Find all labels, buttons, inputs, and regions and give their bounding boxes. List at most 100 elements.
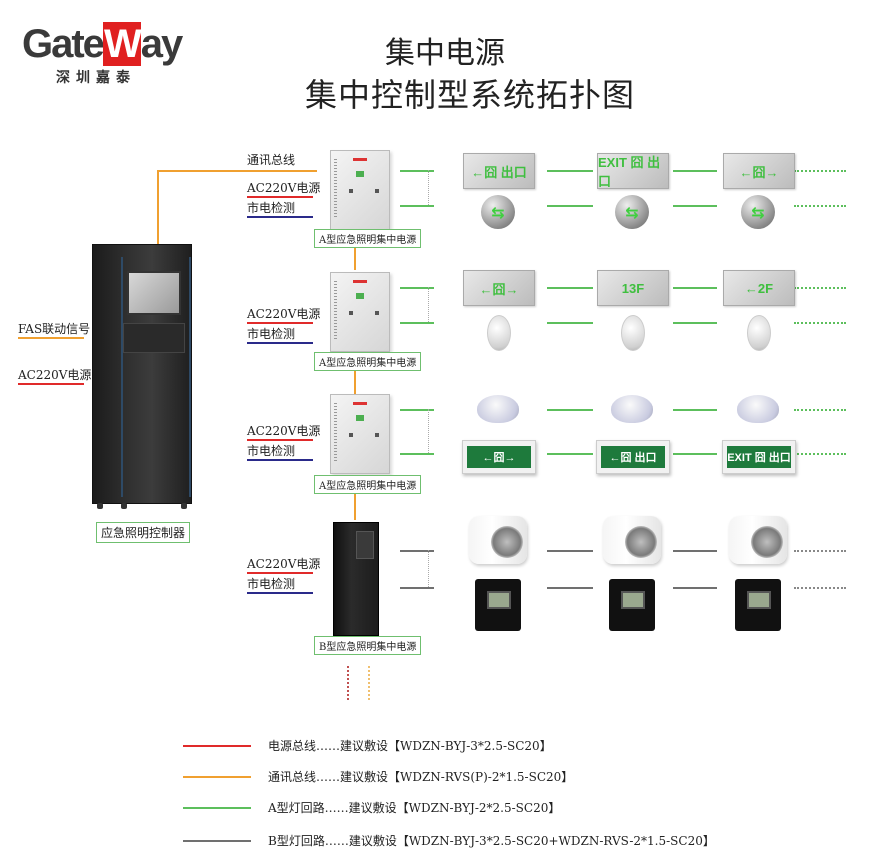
row1-sign-silver-text: ←囧→	[739, 164, 779, 180]
legend-text: A型灯回路……建议敷设【WDZN-BYJ-2*2.5-SC20】	[268, 801, 561, 815]
row3-sign-green-text: ←囧 出口	[601, 446, 665, 468]
comm-bus-link-2-3	[354, 368, 356, 394]
row3-ac-power-label: AC220V电源	[247, 422, 320, 441]
legend-text: 通讯总线……建议敷设【WDZN-RVS(P)-2*1.5-SC20】	[268, 770, 574, 784]
row3-ceiling-light-lamp	[477, 395, 519, 423]
row3-sign-green-lamp: ←囧→	[462, 440, 536, 474]
cabinet-screen	[127, 271, 181, 315]
row2-circuit-join	[428, 287, 429, 322]
row2-circuit-segment	[547, 287, 593, 289]
row4-downlight-lamp	[729, 516, 787, 564]
row4-floodlight-lamp	[609, 579, 655, 631]
row4-floodlight-lamp	[475, 579, 521, 631]
row3-circuit-segment	[673, 453, 717, 455]
row1-sign-silver-lamp: ←囧 出口	[463, 153, 535, 189]
row4-circuit-top-lead	[400, 550, 434, 552]
title-line-1: 集中电源	[385, 36, 505, 71]
row3-circuit-segment	[673, 409, 717, 411]
row2-sign-silver-text: 13F	[621, 280, 645, 296]
legend-text: 电源总线……建议敷设【WDZN-BYJ-3*2.5-SC20】	[268, 739, 552, 753]
row2-sensor-lamp	[621, 315, 645, 351]
cabinet-foot	[97, 503, 103, 509]
row3-sign-green-text: ←囧→	[467, 446, 531, 468]
row1-sign-silver-text: EXIT 囧 出口	[598, 155, 661, 189]
row3-ceiling-light-lamp	[737, 395, 779, 423]
row1-floor-sign-lamp: ⇆	[481, 195, 515, 229]
row3-circuit-continuation	[794, 409, 846, 411]
row4-circuit-bottom-lead	[400, 587, 434, 589]
row1-floor-sign-text: ⇆	[491, 202, 505, 222]
row1-circuit-continuation	[794, 205, 846, 207]
row2-sign-silver-lamp: ←2F	[723, 270, 795, 306]
row2-circuit-segment	[673, 287, 717, 289]
row3-circuit-segment	[547, 409, 593, 411]
row1-circuit-join	[428, 170, 429, 205]
row4-downlight-lamp	[603, 516, 661, 564]
cabinet-door	[121, 257, 191, 497]
comm-bus-continuation	[368, 666, 370, 700]
row1-ac-power-label: AC220V电源	[247, 179, 320, 198]
row4-circuit-segment	[547, 550, 593, 552]
title-line-2: 集中控制型系统拓扑图	[304, 76, 635, 114]
row3-ceiling-light-lamp	[611, 395, 653, 423]
row2-sensor-lamp	[487, 315, 511, 351]
row1-mains-detect-label: 市电检测	[247, 199, 313, 218]
row1-sign-silver-lamp: ←囧→	[723, 153, 795, 189]
controller-caption: 应急照明控制器	[96, 522, 191, 543]
row4-circuit-segment	[673, 550, 717, 552]
legend-line-swatch	[183, 807, 251, 809]
comm-bus-link-3-4	[354, 490, 356, 520]
legend-line-swatch	[183, 745, 251, 747]
comm-bus-horizontal	[157, 170, 317, 172]
row2-sign-silver-lamp: 13F	[597, 270, 669, 306]
row1-floor-sign-text: ⇆	[625, 202, 639, 222]
row2-circuit-segment	[547, 322, 593, 324]
row2-a-type-power-supply	[330, 272, 390, 352]
logo-text-w: W	[102, 22, 142, 66]
row3-circuit-join	[428, 409, 429, 453]
row1-circuit-continuation	[794, 170, 846, 172]
row4-power-caption: B型应急照明集中电源	[314, 636, 422, 655]
row3-sign-green-lamp: EXIT 囧 出口	[722, 440, 796, 474]
row4-circuit-join	[428, 550, 429, 587]
row3-a-type-power-supply	[330, 394, 390, 474]
row1-circuit-top-lead	[400, 170, 434, 172]
row1-comm-bus-label: 通讯总线	[247, 153, 296, 167]
row1-power-caption: A型应急照明集中电源	[314, 229, 422, 248]
row1-sign-silver-text: ←囧 出口	[471, 164, 527, 180]
row3-power-caption: A型应急照明集中电源	[314, 475, 422, 494]
row2-sign-silver-lamp: ←囧→	[463, 270, 535, 306]
row2-sign-silver-text: ←囧→	[479, 281, 519, 297]
row3-circuit-continuation	[794, 453, 846, 455]
row2-circuit-bottom-lead	[400, 322, 434, 324]
row4-circuit-segment	[547, 587, 593, 589]
row1-sign-silver-lamp: EXIT 囧 出口	[597, 153, 669, 189]
row4-mains-detect-label: 市电检测	[247, 575, 313, 594]
row2-circuit-continuation	[794, 322, 846, 324]
emergency-lighting-controller-cabinet	[92, 244, 192, 509]
row2-circuit-continuation	[794, 287, 846, 289]
row2-ac-power-label: AC220V电源	[247, 305, 320, 324]
row1-circuit-segment	[547, 170, 593, 172]
row1-floor-sign-lamp: ⇆	[615, 195, 649, 229]
row1-circuit-segment	[673, 205, 717, 207]
row1-floor-sign-text: ⇆	[751, 202, 765, 222]
row4-circuit-segment	[673, 587, 717, 589]
row2-power-caption: A型应急照明集中电源	[314, 352, 422, 371]
cabinet-foot	[181, 503, 187, 509]
row3-circuit-bottom-lead	[400, 453, 434, 455]
row3-mains-detect-label: 市电检测	[247, 442, 313, 461]
row4-circuit-continuation	[794, 587, 846, 589]
gateway-logo: GateWay 深圳嘉泰	[22, 22, 202, 86]
row4-circuit-continuation	[794, 550, 846, 552]
comm-bus-vertical	[157, 170, 159, 244]
row3-circuit-top-lead	[400, 409, 434, 411]
row1-circuit-bottom-lead	[400, 205, 434, 207]
comm-bus-link-1-2	[354, 245, 356, 270]
fas-signal-label: FAS联动信号	[18, 320, 90, 339]
cabinet-foot	[121, 503, 127, 509]
row1-a-type-power-supply	[330, 150, 390, 230]
row4-downlight-lamp	[469, 516, 527, 564]
row3-sign-green-text: EXIT 囧 出口	[727, 446, 791, 468]
legend-line-swatch	[183, 840, 251, 842]
